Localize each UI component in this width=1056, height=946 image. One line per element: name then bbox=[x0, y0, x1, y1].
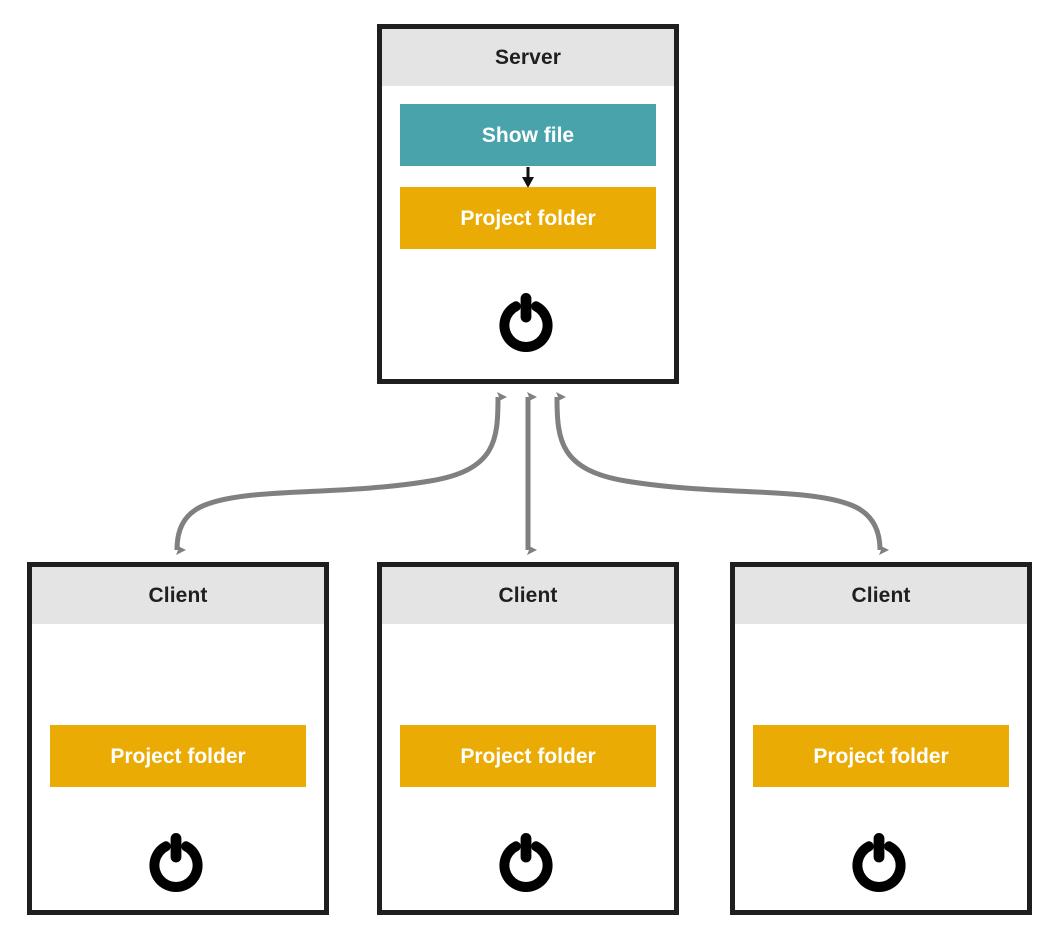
power-icon[interactable] bbox=[494, 289, 558, 353]
client-box-3[interactable]: Client Project folder bbox=[730, 562, 1032, 915]
server-project-folder-bar[interactable]: Project folder bbox=[400, 187, 656, 249]
server-client-1-link bbox=[174, 391, 507, 555]
client-3-project-folder-label: Project folder bbox=[813, 744, 949, 768]
client-3-title: Client bbox=[851, 584, 911, 607]
server-header: Server bbox=[382, 29, 674, 86]
server-client-3-link bbox=[554, 392, 889, 556]
client-1-header: Client bbox=[32, 567, 324, 624]
server-show-file-bar[interactable]: Show file bbox=[400, 104, 656, 166]
power-icon[interactable] bbox=[494, 829, 558, 893]
server-project-folder-label: Project folder bbox=[460, 206, 596, 230]
client-1-project-folder-label: Project folder bbox=[110, 744, 246, 768]
power-icon[interactable] bbox=[144, 829, 208, 893]
client-box-2[interactable]: Client Project folder bbox=[377, 562, 679, 915]
server-show-file-label: Show file bbox=[481, 123, 575, 147]
power-icon[interactable] bbox=[847, 829, 911, 893]
server-box[interactable]: Server Show file Project folder bbox=[377, 24, 679, 384]
client-3-project-folder-bar[interactable]: Project folder bbox=[753, 725, 1009, 787]
client-2-project-folder-label: Project folder bbox=[460, 744, 596, 768]
client-1-project-folder-bar[interactable]: Project folder bbox=[50, 725, 306, 787]
client-box-1[interactable]: Client Project folder bbox=[27, 562, 329, 915]
client-2-header: Client bbox=[382, 567, 674, 624]
server-title: Server bbox=[495, 46, 561, 69]
client-1-title: Client bbox=[148, 584, 208, 607]
show-file-to-project-folder-arrow bbox=[522, 167, 534, 188]
client-2-project-folder-bar[interactable]: Project folder bbox=[400, 725, 656, 787]
client-2-title: Client bbox=[498, 584, 558, 607]
client-3-header: Client bbox=[735, 567, 1027, 624]
